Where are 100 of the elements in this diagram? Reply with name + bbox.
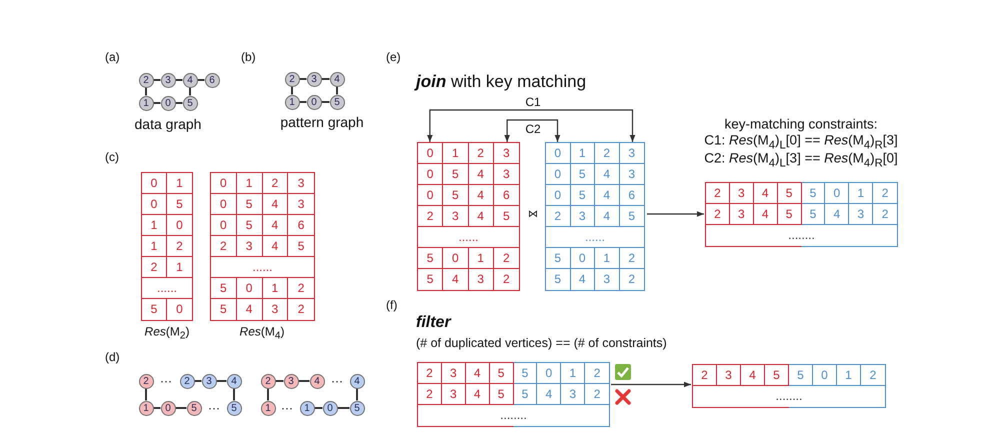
graph-edge (298, 380, 310, 382)
vertex-circle: 1 (260, 400, 276, 416)
table-cell: 5 (288, 236, 314, 257)
graph-edge (338, 407, 350, 409)
graph-edge (145, 88, 147, 96)
table-cell: 6 (620, 185, 644, 206)
vertex-circle: 4 (330, 72, 344, 86)
result-table (210, 172, 315, 321)
label: (c) (105, 150, 119, 164)
table-cell: 5 (570, 185, 595, 206)
table-cell-text: ........ (787, 227, 816, 244)
table-cell-text: ........ (774, 388, 804, 405)
graph-edge (300, 101, 306, 103)
table-cell: 0 (167, 215, 192, 236)
vertex-circle: 6 (204, 72, 220, 88)
table-cell: 0 (546, 164, 570, 185)
edge-label: C1 (523, 95, 543, 109)
table-cell: 5 (236, 194, 262, 215)
arrow (647, 211, 704, 217)
table-cell: 5 (142, 299, 167, 320)
table-cell: 2 (873, 204, 897, 225)
table-cell: 3 (236, 236, 262, 257)
vertex-circle: 2 (284, 72, 300, 86)
table-cell: 5 (570, 164, 595, 185)
table-cell: 5 (546, 269, 570, 290)
table-cell: 5 (778, 204, 802, 225)
table-cell: 3 (288, 173, 314, 194)
table-cell: 2 (468, 143, 494, 164)
table-cell: 4 (468, 185, 494, 206)
table-cell: 5 (789, 365, 813, 386)
filtered-table (692, 364, 886, 408)
graph-edge (276, 380, 284, 382)
label: data graph (134, 116, 202, 132)
table-cell-text: ........ (499, 407, 528, 424)
table-cell: 0 (418, 185, 444, 206)
table-cell: ...... (142, 278, 192, 299)
label: C2: Res(M$_{4}$)$_{L}$[3] == Res(M$_{4}$)$_{R}$[0] (704, 150, 898, 170)
vertex-circle: 4 (310, 374, 324, 388)
table-cell: 2 (418, 384, 442, 405)
vertex-circle: 0 (306, 94, 322, 110)
graph-edge (198, 79, 204, 81)
table-cell: 4 (754, 204, 778, 225)
table-cell: 2 (693, 365, 717, 386)
omission-dots: ··· (160, 374, 172, 388)
table-cell: 1 (849, 183, 874, 204)
table-cell: 1 (468, 248, 494, 269)
table-cell: 0 (211, 194, 237, 215)
table-cell: 4 (236, 299, 262, 320)
table-cell-text: 2 (296, 301, 306, 318)
join-symbol: ⋈ (528, 208, 538, 220)
table-cell: ...... (546, 227, 644, 248)
table-cell: 5 (802, 204, 826, 225)
vertex-circle: 3 (306, 72, 322, 86)
arrow (504, 119, 560, 142)
table-cell: 4 (595, 185, 620, 206)
table-cell: 3 (849, 204, 874, 225)
table-cell: 2 (211, 236, 237, 257)
table-cell: 0 (211, 215, 237, 236)
table-cell: 1 (167, 257, 192, 278)
table-cell: 3 (730, 204, 754, 225)
table-cell: 4 (443, 269, 468, 290)
vertex-circle: 4 (350, 374, 364, 388)
table-cell: 1 (443, 143, 468, 164)
table-cell: 1 (236, 173, 262, 194)
vertex-circle: 5 (330, 94, 344, 110)
table-cell: 0 (142, 173, 167, 194)
table-cell: 5 (494, 206, 519, 227)
table-cell: 2 (585, 363, 609, 384)
label: key-matching constraints: (724, 116, 878, 132)
vertex-circle: 0 (322, 400, 338, 416)
table-cell: 3 (494, 143, 519, 164)
label: (d) (105, 350, 120, 364)
omission-dots: ··· (208, 401, 220, 415)
table-cell: 2 (546, 206, 570, 227)
table-cell: 0 (546, 143, 570, 164)
vertex-circle: 4 (226, 374, 242, 388)
table-cell-text: 2 (502, 271, 511, 288)
table-cell: 4 (825, 204, 850, 225)
table-cell: 2 (418, 206, 444, 227)
vertex-circle: 1 (284, 94, 300, 110)
graph-edge (154, 407, 160, 409)
label: (a) (105, 50, 120, 64)
graph-edge (216, 380, 226, 382)
table-cell: 2 (288, 278, 314, 299)
table-cell: 0 (825, 183, 850, 204)
table-cell: 5 (514, 363, 538, 384)
graph-edge (267, 388, 269, 400)
vertex-circle: 0 (160, 400, 176, 416)
table-cell: 4 (570, 269, 595, 290)
joined-table (417, 362, 610, 427)
result-table (141, 172, 193, 321)
graph-edge (291, 86, 293, 94)
table-cell: 3 (262, 299, 288, 320)
graph-edge (154, 79, 160, 81)
table-cell: 0 (546, 185, 570, 206)
vertex-circle: 5 (186, 400, 202, 416)
graph-edge (189, 88, 191, 96)
graph-edge (176, 407, 186, 409)
table-cell: 1 (595, 248, 620, 269)
table-cell: 1 (570, 143, 595, 164)
